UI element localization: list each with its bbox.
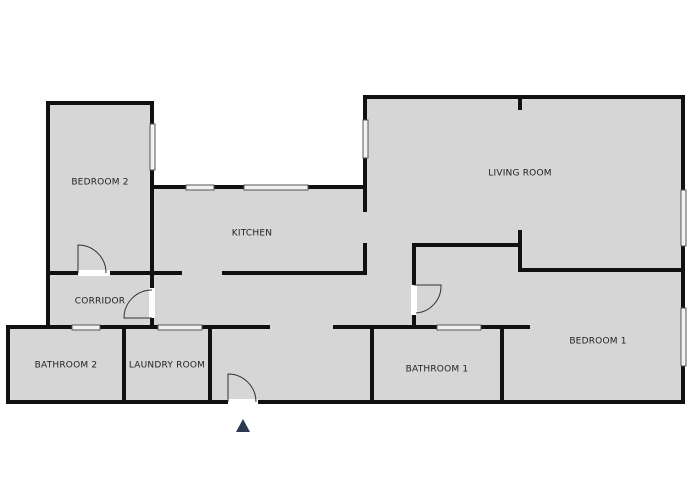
laundry-room-floor xyxy=(124,327,210,402)
door-entrance xyxy=(227,373,258,405)
entrance-arrow xyxy=(236,419,250,432)
corridor-floor xyxy=(48,273,152,327)
door-corridor xyxy=(123,288,155,319)
room-label-bathroom1: BATHROOM 1 xyxy=(406,365,469,375)
window xyxy=(680,307,687,367)
window xyxy=(71,324,101,331)
kitchen-floor xyxy=(152,187,365,273)
window xyxy=(680,189,687,247)
room-label-bedroom1: BEDROOM 1 xyxy=(569,337,626,347)
window xyxy=(362,119,369,159)
doors xyxy=(77,244,442,405)
bedroom2-floor xyxy=(48,103,152,273)
living-room-floor xyxy=(365,97,683,273)
room-label-corridor: CORRIDOR xyxy=(75,297,125,307)
bathroom1-floor xyxy=(372,327,502,402)
room-label-kitchen: KITCHEN xyxy=(232,229,272,239)
room-label-bedroom2: BEDROOM 2 xyxy=(71,178,128,188)
windows xyxy=(71,119,687,367)
window xyxy=(149,123,156,171)
door-bedroom2 xyxy=(77,244,110,276)
room-label-laundry-room: LAUNDRY ROOM xyxy=(129,361,205,371)
bedroom1-floor xyxy=(414,245,683,402)
hall-floor xyxy=(152,273,414,402)
window xyxy=(185,184,215,191)
floor-areas xyxy=(8,97,683,402)
room-labels: BEDROOM 2 KITCHEN LIVING ROOM CORRIDOR B… xyxy=(35,169,627,375)
window xyxy=(436,324,482,331)
window xyxy=(243,184,309,191)
window xyxy=(157,324,203,331)
room-label-living-room: LIVING ROOM xyxy=(488,169,551,179)
door-bedroom1 xyxy=(411,284,442,315)
room-label-bathroom2: BATHROOM 2 xyxy=(35,361,98,371)
bathroom2-floor xyxy=(8,327,124,402)
